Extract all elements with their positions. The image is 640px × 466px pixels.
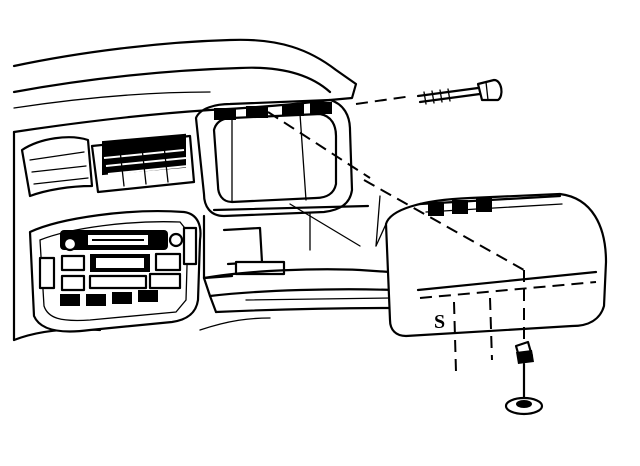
upper-mount-bracket: [214, 102, 332, 120]
lower-nut-washer: [504, 340, 544, 416]
airbag-module: S: [375, 192, 608, 338]
mounting-bolt: [267, 78, 503, 179]
alignment-guides: [363, 179, 525, 373]
radio-control-panel: [28, 210, 202, 333]
fastener-mark-label: S: [434, 311, 445, 333]
left-air-vent: [20, 136, 94, 198]
center-air-vent: [90, 133, 196, 194]
glovebox-opening: [194, 98, 394, 331]
